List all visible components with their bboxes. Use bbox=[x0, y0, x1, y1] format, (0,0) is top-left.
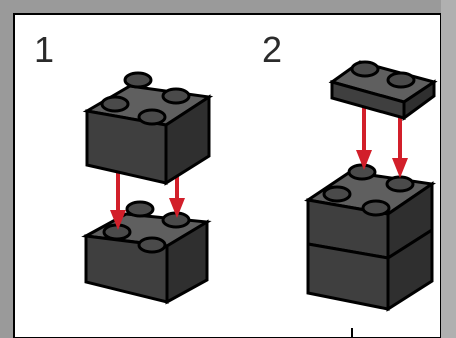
frame-right-edge bbox=[441, 0, 456, 338]
step1-arrows bbox=[110, 168, 185, 230]
step1-bottom-brick bbox=[81, 200, 212, 305]
step1-top-brick bbox=[82, 71, 214, 186]
step-number-2: 2 bbox=[262, 29, 283, 70]
step-number-1: 1 bbox=[34, 29, 55, 70]
step2-stack bbox=[304, 163, 437, 312]
step2-plate bbox=[328, 60, 438, 121]
